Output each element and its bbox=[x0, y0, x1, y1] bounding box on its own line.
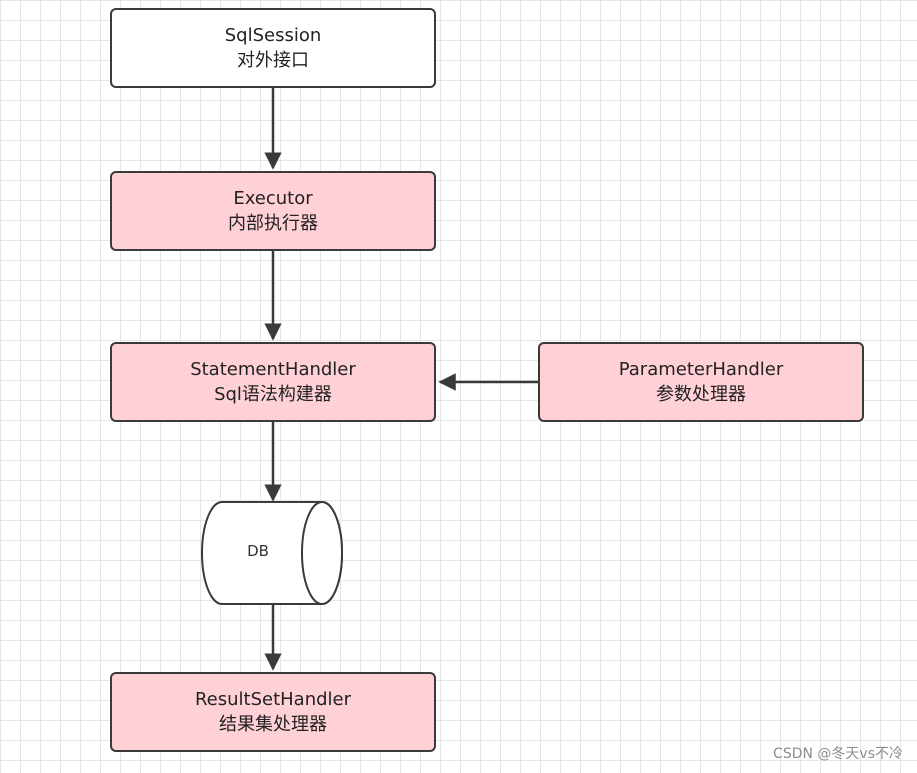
executor-title: Executor bbox=[233, 188, 313, 209]
parameter-handler-subtitle: 参数处理器 bbox=[656, 384, 746, 405]
sqlsession-node: SqlSession 对外接口 bbox=[110, 8, 436, 88]
watermark: CSDN @冬天vs不冷 bbox=[773, 746, 903, 762]
statement-handler-subtitle: Sql语法构建器 bbox=[214, 384, 332, 405]
sqlsession-subtitle: 对外接口 bbox=[237, 50, 309, 71]
resultset-handler-subtitle: 结果集处理器 bbox=[219, 714, 327, 735]
resultset-handler-title: ResultSetHandler bbox=[194, 689, 352, 710]
parameter-handler-title: ParameterHandler bbox=[618, 359, 784, 380]
db-label: DB bbox=[247, 542, 269, 560]
statement-handler-title: StatementHandler bbox=[190, 359, 356, 380]
sqlsession-title: SqlSession bbox=[224, 25, 322, 46]
db-cylinder bbox=[201, 501, 343, 605]
executor-subtitle: 内部执行器 bbox=[228, 213, 318, 234]
statement-handler-node: StatementHandler Sql语法构建器 bbox=[110, 342, 436, 422]
executor-node: Executor 内部执行器 bbox=[110, 171, 436, 251]
resultset-handler-node: ResultSetHandler 结果集处理器 bbox=[110, 672, 436, 752]
parameter-handler-node: ParameterHandler 参数处理器 bbox=[538, 342, 864, 422]
